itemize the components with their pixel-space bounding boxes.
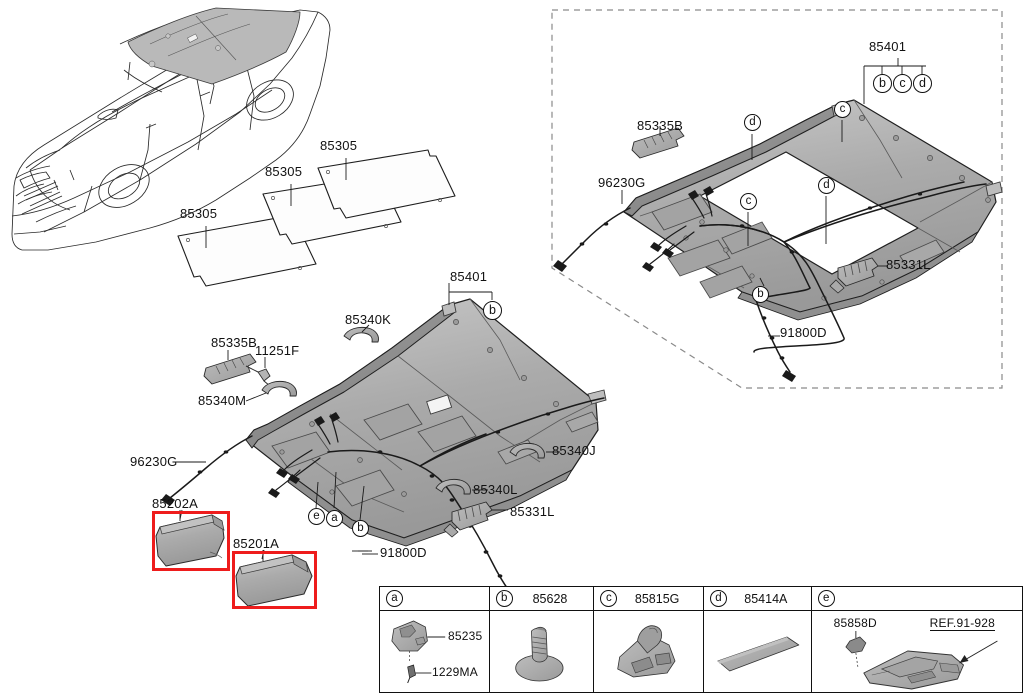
label-96230g-main: 96230G: [130, 454, 178, 469]
label-85331l-inset: 85331L: [886, 257, 931, 272]
label-85202a: 85202A: [152, 496, 199, 511]
label-85305-left: 85305: [180, 206, 218, 221]
inset-leader-lines: [621, 58, 926, 337]
legend-key-e-icon: e: [817, 590, 835, 607]
legend-head-c: c 85815G: [594, 587, 703, 611]
antenna-cable-96230g-inset: [561, 207, 631, 265]
ref-marker-a-main: a: [326, 510, 343, 527]
grommet-screw-icon: [514, 626, 564, 682]
bracket-85335b-main: [203, 353, 257, 385]
overhead-console-lamp-icon: [845, 631, 998, 690]
ref-marker-d-inset-mid: d: [818, 177, 835, 194]
label-91800d-inset: 91800D: [780, 325, 827, 340]
legend-callout-85235: 85235: [448, 629, 483, 643]
legend-body-d: [704, 611, 811, 692]
retainer-clip-icon: [617, 625, 676, 678]
label-85340j: 85340J: [552, 443, 596, 458]
highlight-box-85201a: [232, 551, 317, 609]
legend-callout-85858d: 85858D: [833, 616, 877, 630]
legend-callout-ref-91-928: REF.91-928: [929, 616, 996, 631]
ref-marker-b-inset-low: b: [752, 286, 769, 303]
harness-pigtails-main: [275, 419, 339, 491]
ref-marker-e-main: e: [308, 508, 325, 525]
legend-head-e: e: [811, 587, 1022, 611]
handle-85340m-main: [261, 380, 297, 397]
label-91800d-main: 91800D: [380, 545, 427, 560]
sunvisor-85202a: [155, 509, 225, 567]
legend-callout-1229ma: 1229MA: [432, 665, 478, 679]
label-85340l: 85340L: [473, 482, 518, 497]
legend-body-c: [594, 611, 703, 692]
legend-cell-c: c 85815G: [594, 587, 704, 692]
legend-part-number-b: 85628: [532, 591, 568, 606]
panel-leader-lines: [205, 158, 347, 248]
legend-key-a-icon: a: [386, 590, 403, 607]
legend-table: a 85235 1229MA: [379, 586, 1023, 693]
label-85201a: 85201A: [233, 536, 280, 551]
label-11251f: 11251F: [255, 343, 300, 358]
leader-91800d-main: [362, 553, 378, 555]
legend-cell-a: a 85235 1229MA: [380, 587, 490, 692]
harness-pigtails-inset: [649, 193, 713, 265]
headliner-main-body: [245, 298, 607, 547]
label-85401-inset: 85401: [869, 39, 907, 54]
ref-marker-c-inset-mid: c: [740, 193, 757, 210]
vehicle-outline: [11, 7, 331, 251]
label-85305-right: 85305: [320, 138, 358, 153]
label-85335b-main: 85335B: [211, 335, 258, 350]
ref-marker-c-85401-inset: c: [893, 74, 912, 93]
legend-key-c-icon: c: [600, 590, 618, 607]
label-85335b-inset: 85335B: [637, 118, 684, 133]
ref-marker-c-inset-top: c: [834, 101, 851, 118]
ref-marker-b-main: b: [352, 520, 369, 537]
legend-head-d: d 85414A: [703, 587, 811, 611]
clip-with-screw-icon: [391, 620, 446, 684]
legend-part-number-d: 85414A: [744, 591, 788, 606]
highlight-box-85202a: [152, 511, 230, 571]
legend-body-b: [490, 611, 594, 692]
headliner-inset-body: [623, 99, 1003, 321]
inset-dashed-border: [551, 9, 1003, 389]
legend-key-d-icon: d: [709, 590, 727, 607]
handle-85340k-main: [343, 326, 379, 343]
legend-head-b: b 85628: [489, 587, 594, 611]
wire-harness-91800d-inset-visible: [699, 224, 811, 373]
label-85401-main: 85401: [450, 269, 488, 284]
legend-body-e: 85858D REF.91-928: [812, 611, 1022, 692]
label-85340m: 85340M: [198, 393, 247, 408]
legend-part-number-c: 85815G: [634, 591, 680, 606]
label-85305-mid: 85305: [265, 164, 303, 179]
label-96230g-inset: 96230G: [598, 175, 646, 190]
sunshade-panel-right: [317, 149, 456, 219]
ref-marker-d-inset-top: d: [744, 114, 761, 131]
legend-cell-b: b 85628: [489, 587, 595, 692]
clip-85331l-main: [443, 501, 493, 538]
main-leader-lines: [176, 283, 560, 561]
bracket-85335b-inset: [631, 127, 685, 159]
legend-cell-d: d 85414A: [703, 587, 812, 692]
screw-11251f-main: [245, 365, 271, 387]
legend-key-b-icon: b: [495, 590, 513, 607]
label-85331l-main: 85331L: [510, 504, 555, 519]
flat-pad-strip-icon: [717, 636, 800, 672]
label-85340k: 85340K: [345, 312, 392, 327]
legend-body-a: 85235 1229MA: [380, 611, 489, 692]
ref-marker-b-85401-inset: b: [873, 74, 892, 93]
harness-connectors-main: [268, 412, 340, 498]
antenna-cable-96230g-main: [169, 435, 253, 499]
handle-85340l-main: [435, 478, 471, 495]
ref-marker-b-85401-main: b: [483, 301, 502, 320]
clip-85331l-inset: [829, 257, 879, 294]
legend-cell-e: e: [811, 587, 1022, 692]
legend-head-a: a: [380, 587, 489, 611]
ref-marker-d-85401-inset: d: [913, 74, 932, 93]
handle-85340j-main: [509, 442, 545, 459]
